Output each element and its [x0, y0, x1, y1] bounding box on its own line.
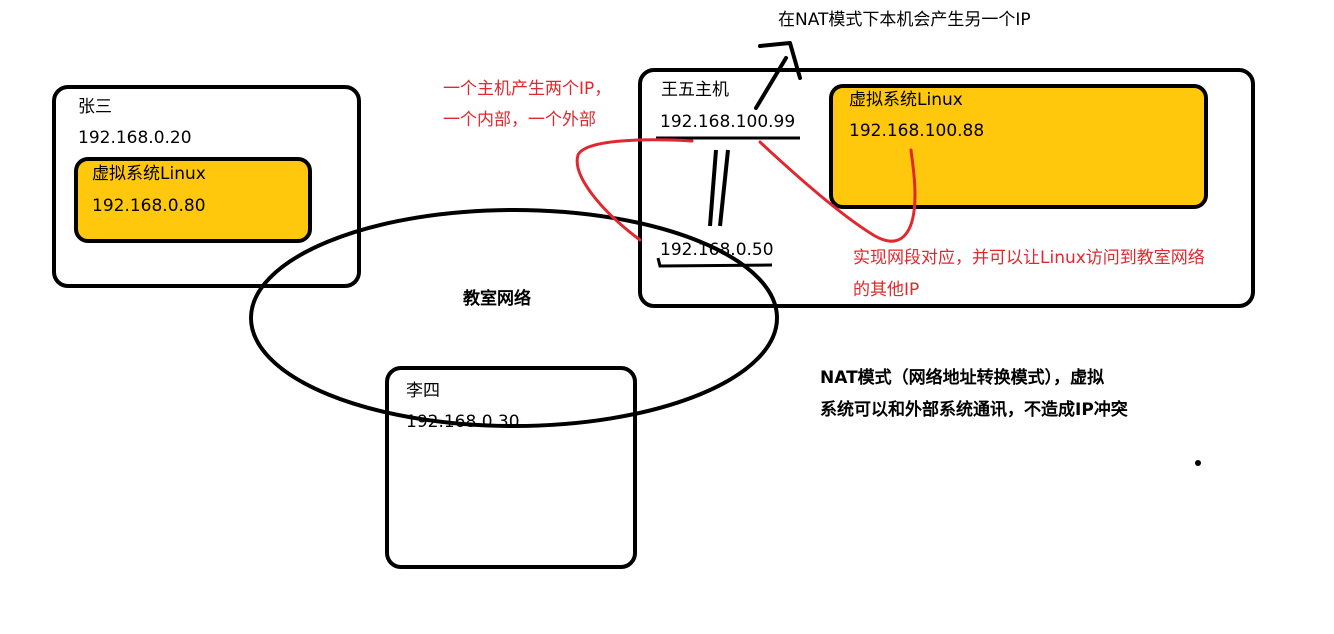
- nat-note-line2: 系统可以和外部系统通讯，不造成IP冲突: [820, 400, 1128, 420]
- zhangsan-host-box: [52, 85, 361, 288]
- lisi-ip: 192.168.0.30: [406, 412, 520, 432]
- top-note: 在NAT模式下本机会产生另一个IP: [778, 10, 1031, 30]
- zhangsan-vm-label: 虚拟系统Linux: [92, 164, 206, 184]
- wangwu-vm-label: 虚拟系统Linux: [849, 90, 963, 110]
- network-label: 教室网络: [463, 289, 531, 309]
- mapping-note-line1: 实现网段对应，并可以让Linux访问到教室网络: [853, 248, 1205, 268]
- two-ips-note-line2: 一个内部，一个外部: [443, 110, 596, 130]
- zhangsan-name: 张三: [78, 97, 112, 117]
- wangwu-vm-ip: 192.168.100.88: [849, 121, 985, 141]
- lisi-name: 李四: [406, 381, 440, 401]
- nat-note-line1: NAT模式（网络地址转换模式），虚拟: [820, 368, 1105, 388]
- wangwu-name: 王五主机: [661, 80, 729, 100]
- wangwu-ip-external: 192.168.0.50: [660, 240, 774, 260]
- mapping-note-line2: 的其他IP: [853, 280, 920, 300]
- zhangsan-vm-ip: 192.168.0.80: [92, 196, 206, 216]
- wangwu-ip-internal: 192.168.100.99: [660, 112, 796, 132]
- two-ips-note-line1: 一个主机产生两个IP，: [443, 79, 612, 99]
- zhangsan-ip: 192.168.0.20: [78, 128, 192, 148]
- stray-dot: [1195, 460, 1201, 466]
